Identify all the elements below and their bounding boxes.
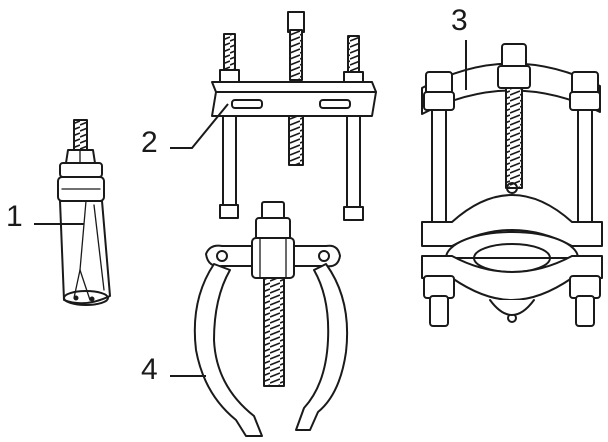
tool-label-3: 3 bbox=[451, 4, 468, 37]
tool-3-bearing-separator bbox=[422, 44, 602, 326]
tool-label-4: 4 bbox=[141, 353, 158, 386]
tool-2-bar-puller bbox=[212, 12, 376, 220]
leader-lines bbox=[34, 40, 466, 376]
tool-4-jaw-puller bbox=[195, 202, 347, 436]
tool-label-1: 1 bbox=[6, 200, 23, 233]
leader-line-2 bbox=[170, 104, 228, 148]
tool-label-2: 2 bbox=[141, 126, 158, 159]
tool-1-slide-hammer bbox=[58, 120, 110, 305]
